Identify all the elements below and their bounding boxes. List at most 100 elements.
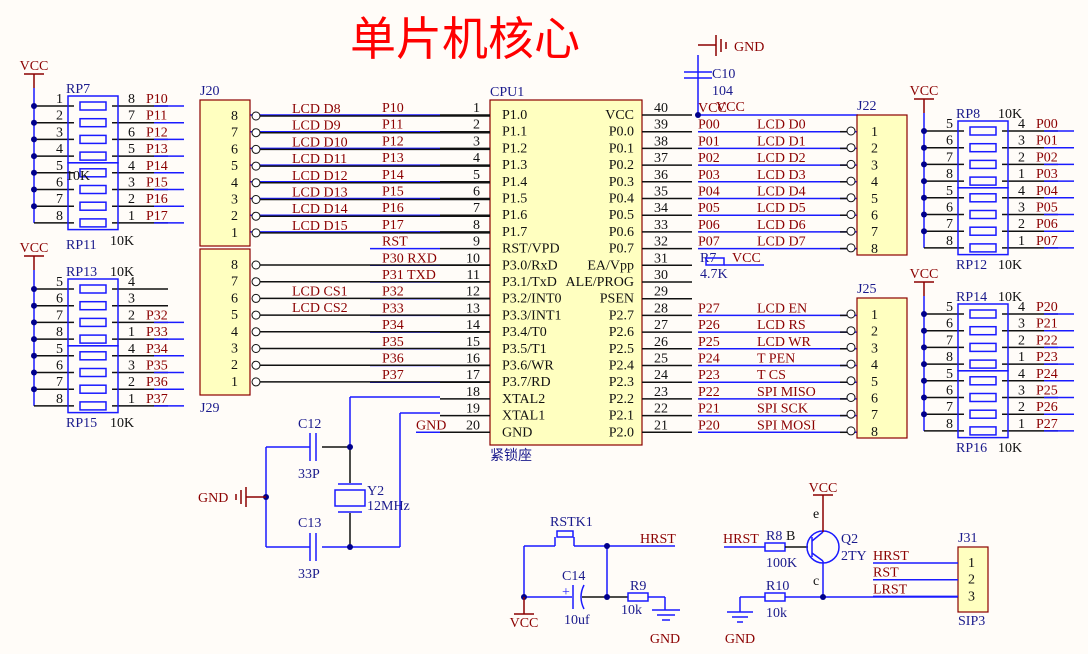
rp-pin-number: 4 bbox=[128, 342, 135, 357]
rp-pin-number: 3 bbox=[56, 125, 63, 140]
cpu-pin-name: P3.7/RD bbox=[502, 375, 551, 390]
j31-pin-number: 3 bbox=[968, 589, 975, 604]
net-label: P20 bbox=[1036, 300, 1058, 315]
rp-designator: RP15 bbox=[66, 416, 97, 431]
junction-dot bbox=[921, 228, 927, 235]
signal-label: LCD D7 bbox=[757, 235, 806, 250]
net-label: P20 bbox=[698, 418, 720, 433]
cpu-pin-name: P1.1 bbox=[502, 125, 527, 140]
cpu-pin-name: P1.6 bbox=[502, 208, 527, 223]
cpu-pin-name: P2.6 bbox=[609, 325, 634, 340]
junction-dot bbox=[921, 361, 927, 368]
junction-dot bbox=[921, 161, 927, 168]
rp-pin-number: 3 bbox=[128, 292, 135, 307]
junction-dot bbox=[31, 186, 37, 193]
j20-header-pin-number: 2 bbox=[231, 209, 238, 224]
rp-value: 10K bbox=[998, 441, 1022, 456]
net-label: P36 bbox=[146, 375, 168, 390]
resistor-element bbox=[969, 142, 997, 153]
cpu-pin-name: VCC bbox=[605, 108, 634, 123]
net-label: P01 bbox=[1036, 134, 1058, 149]
resistor-element bbox=[79, 168, 107, 178]
j22-header-designator: J22 bbox=[857, 99, 876, 114]
cpu-pin-number: 29 bbox=[654, 285, 668, 300]
junction-dot bbox=[921, 144, 927, 151]
cpu-pin-name: P0.2 bbox=[609, 158, 634, 173]
cpu-pin-name: P2.4 bbox=[609, 359, 634, 374]
resistor-element bbox=[969, 409, 997, 419]
signal-label: LCD D3 bbox=[757, 168, 806, 183]
resistor-element bbox=[969, 209, 997, 220]
rp-pin-number: 3 bbox=[1018, 201, 1025, 216]
junction-dot bbox=[31, 119, 37, 126]
rp-pin-number: 8 bbox=[56, 325, 63, 340]
net-label: P35 bbox=[146, 359, 168, 374]
resistor-element bbox=[79, 284, 107, 294]
resistor-element bbox=[969, 309, 997, 319]
rp-pin-number: 1 bbox=[56, 92, 63, 107]
j22-header-pin-number: 6 bbox=[871, 209, 878, 224]
resistor-element bbox=[969, 392, 997, 403]
resistor-element bbox=[969, 359, 997, 369]
j31-footprint: SIP3 bbox=[958, 614, 985, 629]
net-label: P12 bbox=[382, 134, 404, 149]
rp-pin-number: 2 bbox=[128, 308, 135, 323]
cpu-pin-number: 17 bbox=[466, 368, 480, 383]
junction-dot bbox=[31, 169, 37, 176]
y2-body bbox=[334, 489, 366, 507]
cpu-pin-name: P3.3/INT1 bbox=[502, 308, 562, 323]
c14-value: 10uf bbox=[564, 613, 590, 628]
j20-header-pin-number: 5 bbox=[231, 159, 238, 174]
cpu-pin-number: 8 bbox=[473, 218, 480, 233]
j22-header-pin-number: 1 bbox=[871, 125, 878, 140]
rp-pin-number: 7 bbox=[946, 150, 953, 165]
j29-header-pin-number: 4 bbox=[231, 325, 238, 340]
r8-designator: R8 bbox=[766, 529, 782, 544]
net-label: P11 bbox=[146, 109, 167, 124]
junction-dot bbox=[31, 319, 37, 326]
j31-net-label: HRST bbox=[873, 549, 909, 564]
signal-label: T CS bbox=[757, 368, 786, 383]
pin-ring bbox=[251, 195, 261, 204]
cpu-pin-name: P0.5 bbox=[609, 208, 634, 223]
junction-dot bbox=[695, 112, 701, 118]
net-label: P34 bbox=[146, 342, 168, 357]
cpu-pin-number: 30 bbox=[654, 268, 668, 283]
pin-ring bbox=[846, 359, 856, 369]
cpu-pin-name: P1.0 bbox=[502, 108, 527, 123]
rp-pin-number: 6 bbox=[946, 384, 953, 399]
rp-pin-number: 8 bbox=[56, 392, 63, 407]
pin-ring bbox=[846, 193, 856, 203]
r9-designator: R9 bbox=[630, 579, 646, 594]
r8-value: 100K bbox=[766, 556, 797, 571]
cpu-pin-name: P0.7 bbox=[609, 242, 634, 257]
junction-dot bbox=[31, 203, 37, 210]
net-label: P25 bbox=[1036, 384, 1058, 399]
resistor-element bbox=[79, 317, 107, 328]
j29-header-pin-number: 1 bbox=[231, 375, 238, 390]
junction-dot bbox=[921, 211, 927, 218]
cpu-pin-name: P0.0 bbox=[609, 125, 634, 140]
q2-value: 2TY bbox=[841, 549, 867, 564]
rp-pin-number: 1 bbox=[1018, 417, 1025, 432]
net-label: P22 bbox=[698, 385, 720, 400]
rp-pin-number: 3 bbox=[1018, 134, 1025, 149]
j31-pin-number: 1 bbox=[968, 556, 975, 571]
rp-pin-number: 8 bbox=[946, 234, 953, 249]
rp-pin-number: 6 bbox=[946, 317, 953, 332]
signal-label: LCD D1 bbox=[757, 134, 806, 149]
cpu-pin-name: P1.4 bbox=[502, 175, 527, 190]
cpu-pin-name: ALE/PROG bbox=[566, 275, 634, 290]
junction-dot bbox=[31, 302, 37, 309]
rp-pin-number: 7 bbox=[946, 400, 953, 415]
junction-dot bbox=[820, 594, 826, 600]
resistor-network-b bbox=[957, 370, 1009, 439]
cpu-pin-number: 14 bbox=[466, 318, 480, 333]
q2-emitter-lead bbox=[811, 531, 824, 542]
rp-pin-number: 3 bbox=[1018, 384, 1025, 399]
c10-value: 104 bbox=[712, 84, 733, 99]
junction-dot bbox=[921, 178, 927, 185]
net-label: P16 bbox=[146, 192, 168, 207]
rp-pin-number: 8 bbox=[946, 350, 953, 365]
rp-pin-number: 1 bbox=[128, 325, 135, 340]
